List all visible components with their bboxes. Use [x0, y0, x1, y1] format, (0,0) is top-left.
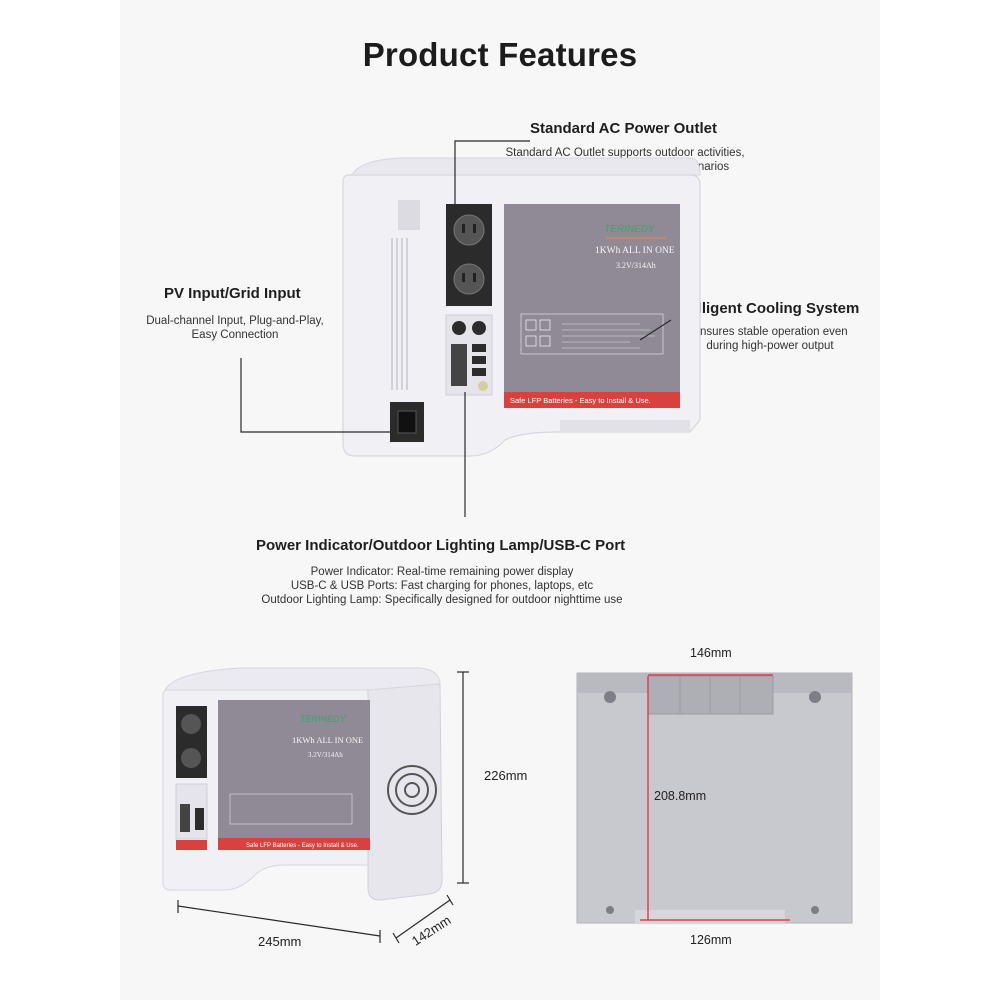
- lamp-icon: [478, 381, 488, 391]
- label-footer: Safe LFP Batteries - Easy to Install & U…: [510, 396, 651, 405]
- label-model: 1KWh ALL IN ONE: [595, 246, 675, 256]
- pv-input-description: Dual-channel Input, Plug-and-Play, Easy …: [135, 314, 335, 342]
- iso-label-model: 1KWh ALL IN ONE: [292, 735, 363, 745]
- page-title: Product Features: [362, 36, 638, 73]
- bottom-top-dimension: 146mm: [690, 646, 732, 660]
- cooling-description: Ensures stable operation even during hig…: [670, 325, 870, 353]
- warning-box: [520, 313, 664, 355]
- indicator-heading: Power Indicator/Outdoor Lighting Lamp/US…: [256, 537, 626, 554]
- ac-outlet-line-1: Standard AC Outlet supports outdoor acti…: [505, 147, 745, 159]
- power-button-icon: [452, 321, 466, 335]
- bottom-height-dimension: 208.8mm: [654, 789, 707, 803]
- indicator-line-1: Power Indicator: Real-time remaining pow…: [310, 566, 574, 578]
- label-brand: TERINEDY: [604, 224, 656, 235]
- vent-grille: [391, 238, 408, 390]
- fan-icon: [387, 765, 437, 815]
- height-dimension: 226mm: [484, 768, 528, 783]
- label-spec: 3.2V/314Ah: [616, 261, 656, 270]
- pv-input-heading: PV Input/Grid Input: [164, 285, 301, 302]
- casing-top: [351, 157, 701, 176]
- iso-label: [218, 700, 370, 838]
- callout-lines: [240, 140, 672, 517]
- battery-indicator: [451, 344, 467, 386]
- indicator-description: Power Indicator: Real-time remaining pow…: [230, 565, 654, 607]
- iso-label-brand: TERINEDY: [300, 714, 347, 724]
- cooling-heading: Intelligent Cooling System: [671, 300, 860, 317]
- iso-label-spec: 3.2V/314Ah: [308, 751, 343, 759]
- product-label: [504, 204, 680, 392]
- certification-icons: [525, 319, 551, 347]
- pv-input-line-1: Dual-channel Input, Plug-and-Play,: [146, 315, 324, 327]
- casing-foot: [560, 420, 690, 432]
- iso-label-footer: Safe LFP Batteries - Easy to Install & U…: [246, 843, 359, 849]
- iso-top: [164, 667, 441, 691]
- length-dimension: 245mm: [258, 934, 302, 949]
- lamp-button-icon: [472, 321, 486, 335]
- bottom-holes: [604, 691, 821, 914]
- cooling-line-1: Ensures stable operation even: [692, 326, 848, 338]
- red-dimension-lines: [640, 674, 790, 921]
- indicator-line-2: USB-C & USB Ports: Fast charging for pho…: [290, 580, 594, 592]
- handle-slot: [398, 200, 420, 230]
- ac-outlet-heading: Standard AC Power Outlet: [530, 120, 717, 137]
- dimension-lines: [177, 671, 469, 944]
- socket-icon: [453, 214, 485, 295]
- cooling-line-2: during high-power output: [706, 340, 834, 352]
- bottom-base-dimension: 126mm: [690, 933, 732, 947]
- indicator-line-3: Outdoor Lighting Lamp: Specifically desi…: [261, 594, 623, 606]
- label-red-band: [504, 392, 680, 408]
- pv-input-line-2: Easy Connection: [191, 329, 279, 341]
